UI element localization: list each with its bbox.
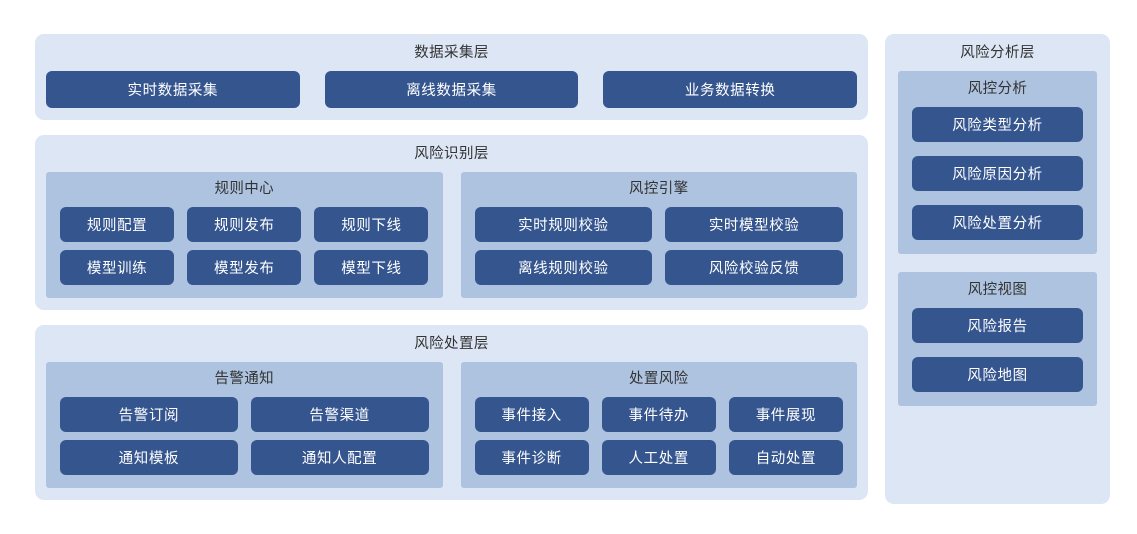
group-title: 处置风险 [628, 371, 689, 387]
button-stack: 风险报告 风险地图 [912, 308, 1083, 392]
node-rule-offline[interactable]: 规则下线 [314, 207, 429, 242]
node-realtime-data-collection[interactable]: 实时数据采集 [46, 71, 300, 108]
group-title: 风控分析 [967, 81, 1028, 97]
panel-container: 风控分析 风险类型分析 风险原因分析 风险处置分析 风控视图 风险报告 风险地图 [898, 71, 1097, 491]
group-rule-center: 规则中心 规则配置 规则发布 规则下线 模型训练 模型发布 模型下线 [46, 172, 443, 298]
group-risk-control-analysis: 风控分析 风险类型分析 风险原因分析 风险处置分析 [898, 71, 1097, 254]
node-auto-handling[interactable]: 自动处置 [728, 440, 843, 475]
layer-title: 风险处置层 [414, 336, 489, 352]
node-rule-publish[interactable]: 规则发布 [187, 207, 302, 242]
layer-risk-disposal: 风险处置层 告警通知 告警订阅 告警渠道 通知模板 通知人配置 处置风险 事件接… [35, 325, 868, 500]
node-notification-template[interactable]: 通知模板 [60, 440, 238, 475]
node-offline-data-collection[interactable]: 离线数据采集 [324, 71, 579, 108]
node-event-display[interactable]: 事件展现 [728, 397, 843, 432]
group-container: 告警通知 告警订阅 告警渠道 通知模板 通知人配置 处置风险 事件接入 事件待办… [46, 362, 857, 488]
node-risk-report[interactable]: 风险报告 [912, 308, 1083, 343]
node-realtime-model-validation[interactable]: 实时模型校验 [665, 207, 843, 242]
group-title: 风控视图 [967, 282, 1028, 298]
node-realtime-rule-validation[interactable]: 实时规则校验 [474, 207, 653, 242]
node-risk-map[interactable]: 风险地图 [912, 357, 1083, 392]
node-rule-config[interactable]: 规则配置 [60, 207, 175, 242]
group-title: 告警通知 [214, 371, 275, 387]
node-risk-handling-analysis[interactable]: 风险处置分析 [912, 205, 1083, 240]
button-stack: 风险类型分析 风险原因分析 风险处置分析 [912, 107, 1083, 240]
layer-title: 风险识别层 [414, 146, 489, 162]
group-title: 风控引擎 [628, 181, 689, 197]
right-column: 风险分析层 风控分析 风险类型分析 风险原因分析 风险处置分析 风控视图 风险报… [885, 34, 1110, 504]
node-alert-channel[interactable]: 告警渠道 [250, 397, 429, 432]
node-model-offline[interactable]: 模型下线 [314, 250, 429, 285]
group-risk-control-view: 风控视图 风险报告 风险地图 [898, 272, 1097, 406]
node-event-diagnosis[interactable]: 事件诊断 [474, 440, 589, 475]
node-event-intake[interactable]: 事件接入 [474, 397, 589, 432]
node-notification-recipient-config[interactable]: 通知人配置 [250, 440, 429, 475]
layer-risk-analysis: 风险分析层 风控分析 风险类型分析 风险原因分析 风险处置分析 风控视图 风险报… [885, 34, 1110, 504]
node-risk-type-analysis[interactable]: 风险类型分析 [912, 107, 1083, 142]
node-risk-validation-feedback[interactable]: 风险校验反馈 [665, 250, 843, 285]
button-grid: 规则配置 规则发布 规则下线 模型训练 模型发布 模型下线 [60, 207, 429, 285]
node-manual-handling[interactable]: 人工处置 [601, 440, 716, 475]
group-title: 规则中心 [214, 181, 275, 197]
group-container: 规则中心 规则配置 规则发布 规则下线 模型训练 模型发布 模型下线 风控引擎 … [46, 172, 857, 298]
group-risk-engine: 风控引擎 实时规则校验 实时模型校验 离线规则校验 风险校验反馈 [460, 172, 857, 298]
node-model-training[interactable]: 模型训练 [60, 250, 175, 285]
node-offline-rule-validation[interactable]: 离线规则校验 [474, 250, 653, 285]
button-grid: 事件接入 事件待办 事件展现 事件诊断 人工处置 自动处置 [474, 397, 844, 475]
layer-data-collection: 数据采集层 实时数据采集 离线数据采集 业务数据转换 [35, 34, 868, 120]
layer-risk-identification: 风险识别层 规则中心 规则配置 规则发布 规则下线 模型训练 模型发布 模型下线… [35, 135, 868, 310]
group-risk-handling: 处置风险 事件接入 事件待办 事件展现 事件诊断 人工处置 自动处置 [460, 362, 857, 488]
node-business-data-transform[interactable]: 业务数据转换 [603, 71, 858, 108]
layer-title: 数据采集层 [414, 45, 489, 61]
node-risk-cause-analysis[interactable]: 风险原因分析 [912, 156, 1083, 191]
layer-title: 风险分析层 [960, 45, 1035, 61]
node-model-publish[interactable]: 模型发布 [187, 250, 302, 285]
node-alert-subscription[interactable]: 告警订阅 [60, 397, 238, 432]
left-column: 数据采集层 实时数据采集 离线数据采集 业务数据转换 风险识别层 规则中心 规则… [35, 34, 868, 504]
button-row: 实时数据采集 离线数据采集 业务数据转换 [46, 71, 858, 108]
button-grid: 告警订阅 告警渠道 通知模板 通知人配置 [60, 397, 429, 475]
node-event-todo[interactable]: 事件待办 [601, 397, 716, 432]
button-grid: 实时规则校验 实时模型校验 离线规则校验 风险校验反馈 [474, 207, 843, 285]
group-alert-notification: 告警通知 告警订阅 告警渠道 通知模板 通知人配置 [46, 362, 443, 488]
